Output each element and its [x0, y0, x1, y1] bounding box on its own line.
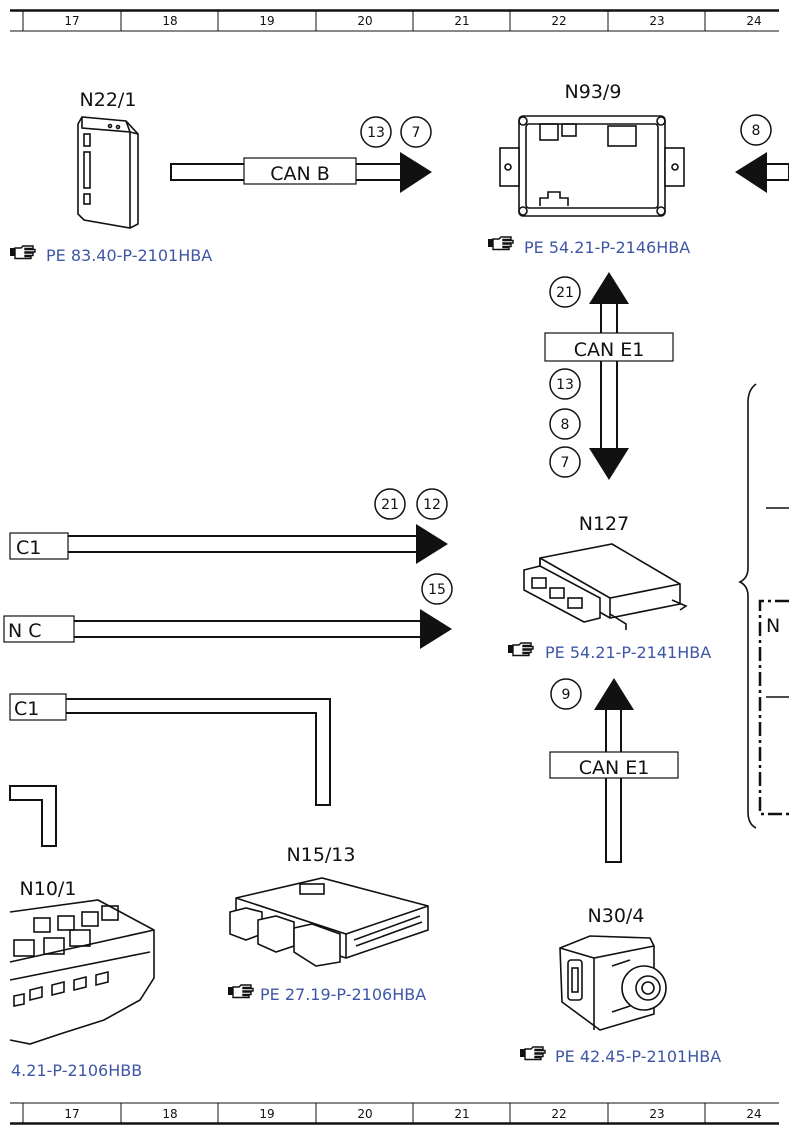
- bus-label: CAN E1: [574, 339, 645, 361]
- ruler-number: 19: [259, 1107, 274, 1121]
- svg-text:13: 13: [367, 125, 385, 141]
- bus-label: C1: [14, 698, 39, 720]
- module-n15-13-drawing: [229, 877, 429, 967]
- ruler-number: 23: [649, 1107, 664, 1121]
- component-label: N22/1: [80, 89, 137, 111]
- component-label: N10/1: [20, 878, 77, 900]
- reference-link[interactable]: PE 42.45-P-2101HBA: [555, 1047, 721, 1066]
- ruler-number: 22: [551, 14, 566, 28]
- svg-text:9: 9: [562, 687, 571, 703]
- bus-left-elbow: [9, 785, 57, 847]
- component-n93-9: N93/9 PE 54.21-P-2146HBA: [487, 81, 690, 257]
- marker-21: 21: [549, 276, 581, 308]
- component-n10-1: N10/1 4.21-P-2106HBB: [9, 878, 155, 1080]
- module-n30-4-drawing: [559, 935, 667, 1031]
- component-n15-13: N15/13 PE 27.19-P-2106HBA: [227, 844, 429, 1004]
- bottom-ruler: 17 18 19 20 21 22 23 24: [10, 1102, 779, 1125]
- marker-13: 13: [360, 116, 392, 148]
- svg-text:21: 21: [556, 285, 574, 301]
- bus-label: N C: [8, 620, 42, 642]
- bus-c1-lower: C1: [9, 693, 331, 806]
- component-label: N15/13: [287, 844, 356, 866]
- right-brace: [738, 383, 789, 829]
- svg-text:13: 13: [556, 377, 574, 393]
- module-n10-1-drawing: [9, 899, 155, 1045]
- ruler-number: 17: [64, 1107, 79, 1121]
- can-e1-vertical-line: CAN E1: [544, 272, 674, 480]
- marker-8: 8: [549, 408, 581, 440]
- marker-7: 7: [400, 116, 432, 148]
- top-ruler: 17 18 19 20 21 22 23 24: [10, 9, 779, 32]
- marker-8: 8: [740, 114, 772, 146]
- ruler-number: 24: [746, 1107, 761, 1121]
- ruler-number: 21: [454, 1107, 469, 1121]
- bus-c1-upper: C1: [9, 524, 448, 564]
- ruler-number: 20: [357, 1107, 372, 1121]
- svg-text:21: 21: [381, 497, 399, 513]
- ruler-number: 17: [64, 14, 79, 28]
- bus-n-c: N C: [3, 609, 452, 649]
- marker-9: 9: [550, 678, 582, 710]
- ruler-number: 18: [162, 14, 177, 28]
- component-label: N: [766, 615, 780, 637]
- marker-21: 21: [374, 488, 406, 520]
- ruler-number: 21: [454, 14, 469, 28]
- reference-link[interactable]: 4.21-P-2106HBB: [11, 1061, 142, 1080]
- component-n127: N127 PE 54.21-P-2141HBA: [507, 513, 711, 662]
- reference-link[interactable]: PE 54.21-P-2146HBA: [524, 238, 690, 257]
- ruler-number: 22: [551, 1107, 566, 1121]
- can-b-line: CAN B: [170, 152, 432, 193]
- svg-text:12: 12: [423, 497, 441, 513]
- svg-text:7: 7: [412, 125, 421, 141]
- marker-15: 15: [421, 573, 453, 605]
- reference-link[interactable]: PE 83.40-P-2101HBA: [46, 246, 212, 265]
- can-e1-lower-line: CAN E1: [549, 678, 679, 863]
- bus-label: C1: [16, 537, 41, 559]
- component-n22-1: N22/1 PE 83.40-P-2101HBA: [9, 89, 212, 265]
- marker-7: 7: [549, 446, 581, 478]
- ruler-number: 24: [746, 14, 761, 28]
- ruler-number: 18: [162, 1107, 177, 1121]
- module-n93-9-drawing: [499, 115, 685, 217]
- component-label: N30/4: [588, 905, 645, 927]
- component-label: N127: [579, 513, 629, 535]
- reference-icon: [487, 236, 514, 251]
- svg-text:7: 7: [561, 455, 570, 471]
- marker-12: 12: [416, 488, 448, 520]
- component-n30-4: N30/4 PE 42.45-P-2101HBA: [519, 905, 721, 1066]
- bus-label: CAN B: [270, 163, 330, 185]
- incoming-arrow-right: [735, 152, 789, 193]
- svg-text:8: 8: [561, 417, 570, 433]
- component-label: N93/9: [565, 81, 622, 103]
- reference-icon: [507, 642, 534, 657]
- reference-icon: [519, 1046, 546, 1061]
- ruler-number: 23: [649, 14, 664, 28]
- ruler-number: 20: [357, 14, 372, 28]
- svg-text:15: 15: [428, 582, 446, 598]
- reference-link[interactable]: PE 27.19-P-2106HBA: [260, 985, 426, 1004]
- bus-label: CAN E1: [579, 757, 650, 779]
- reference-link[interactable]: PE 54.21-P-2141HBA: [545, 643, 711, 662]
- marker-13: 13: [549, 368, 581, 400]
- reference-icon: [227, 984, 254, 999]
- dashed-box: N: [758, 599, 789, 816]
- ruler-number: 19: [259, 14, 274, 28]
- reference-icon: [9, 245, 36, 260]
- module-n22-1-drawing: [77, 116, 139, 229]
- module-n127-drawing: [523, 543, 688, 630]
- svg-text:8: 8: [752, 123, 761, 139]
